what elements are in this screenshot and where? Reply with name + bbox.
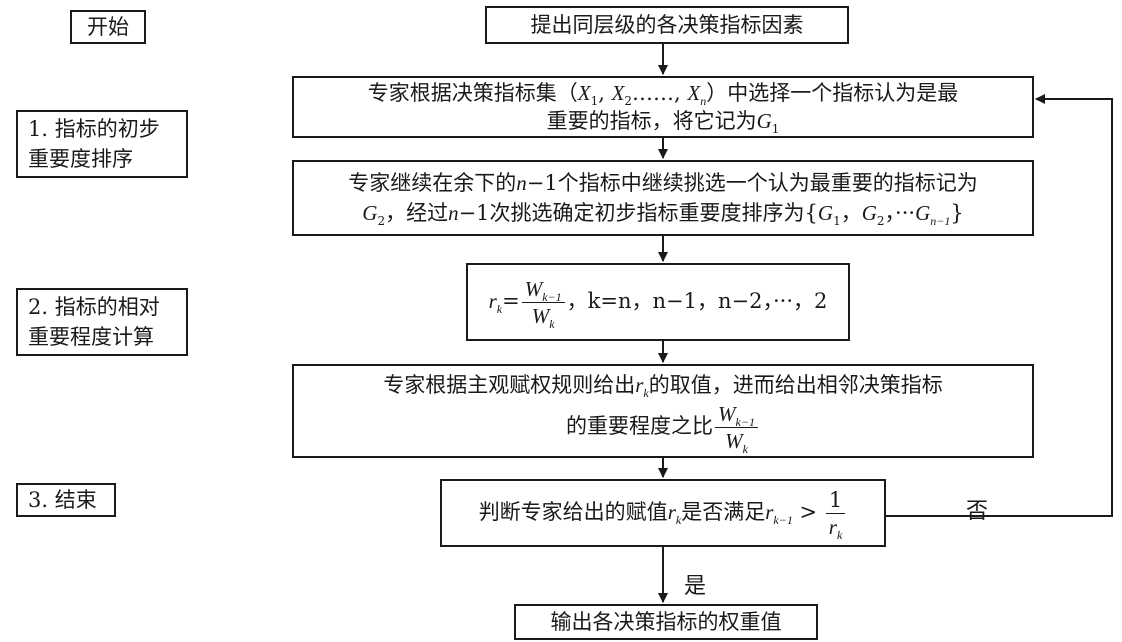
b3-w-num-sub: k−1 [542,289,562,304]
b1-x1-sub: 1 [590,94,599,108]
b2-mid2: ，经过 [385,201,449,225]
stage-3-label: 3. 结束 [28,488,97,512]
label-no: 否 [966,499,989,524]
box-select-most-important: 专家根据决策指标集（X1, X2……, Xn）中选择一个指标认为是最 重要的指标… [292,76,1034,138]
b1-pre: 专家根据决策指标集（ [367,81,578,105]
b1-g1-sub: 1 [771,122,780,136]
b1-x2-sub: 2 [624,94,633,108]
b2-mid: −1个指标中继续挑选一个认为最重要的指标记为 [526,171,978,195]
b3-eq: = [502,288,520,313]
b1-post: ）中选择一个指标认为是最 [706,81,959,105]
box-propose-factors: 提出同层级的各决策指标因素 [485,6,849,44]
stage-1-box: 1. 指标的初步重要度排序 [16,110,188,178]
b3-r: r [488,288,497,313]
b1-dots: …… [632,81,675,105]
b2-g-b: G [861,201,877,225]
b5-one: 1 [825,487,846,514]
b4-w-num-sub: k−1 [735,414,755,429]
box-continue-selection: 专家继续在余下的n−1个指标中继续挑选一个认为最重要的指标记为 G2，经过n−1… [292,160,1034,236]
b1-x2: X [611,81,625,105]
b1-xn: X [687,81,701,105]
stage-1-label: 1. 指标的初步重要度排序 [28,117,160,171]
b2-tail: ，··· [884,201,916,225]
b2-n2: n [448,201,459,225]
b2-g-a: G [817,201,834,225]
b2-g2: G [362,201,378,225]
box-output-weights: 输出各决策指标的权重值 [514,604,818,640]
b2-gn-sub: n−1 [930,214,951,228]
b4-line2: 的重要程度之比 [566,413,714,438]
b3-rest: ，k=n，n−1，n−2，···，2 [566,288,828,313]
b2-pre: 专家继续在余下的 [348,171,517,195]
b3-w-num: W [524,276,543,301]
b2-g2-sub2: 2 [876,214,885,228]
b2-g2-sub: 2 [377,214,386,228]
b4-w-den-sub: k [742,441,748,456]
b5-r-den: r [828,514,837,539]
b4-w-den: W [725,428,743,453]
b5-r-prev: r [765,499,774,524]
b5-r-den-sub: k [836,527,843,542]
b1-xn-sub: n [700,94,707,108]
b3-r-sub: k [496,301,503,316]
b5-gt: > [792,499,824,524]
b4-w-num: W [718,401,736,426]
start-label: 开始 [87,15,129,39]
b2-close: } [950,201,964,225]
b3-w-den-sub: k [549,316,555,331]
b5-r: r [667,499,676,524]
b5-r-prev-sub: k−1 [773,512,793,527]
stage-2-label: 2. 指标的相对重要程度计算 [28,295,160,349]
b1-line2: 重要的指标，将它记为 [546,109,757,133]
box-propose-factors-text: 提出同层级的各决策指标因素 [530,13,804,37]
b4-r-sub: k [643,385,649,400]
b4-line1-pre: 专家根据主观赋权规则给出 [383,372,636,397]
b5-r-sub: k [675,512,682,527]
b2-mid3: −1次挑选确定初步指标重要度排序为{ [458,201,818,225]
b4-line1-post: 的取值，进而给出相邻决策指标 [648,372,943,397]
b1-g: G [756,109,772,133]
b5-mid: 是否满足 [681,499,766,524]
start-box: 开始 [70,10,146,44]
label-yes: 是 [684,574,707,599]
b1-x1: X [577,81,591,105]
b4-r: r [635,372,644,397]
stage-3-box: 3. 结束 [16,483,116,517]
b5-pre: 判断专家给出的赋值 [478,499,668,524]
box-output-weights-text: 输出各决策指标的权重值 [550,610,782,634]
stage-2-box: 2. 指标的相对重要程度计算 [16,288,188,356]
b2-g1-sub: 1 [833,214,841,228]
b2-g-n: G [915,201,931,225]
b3-w-den: W [531,303,550,328]
b2-n: n [516,171,527,195]
